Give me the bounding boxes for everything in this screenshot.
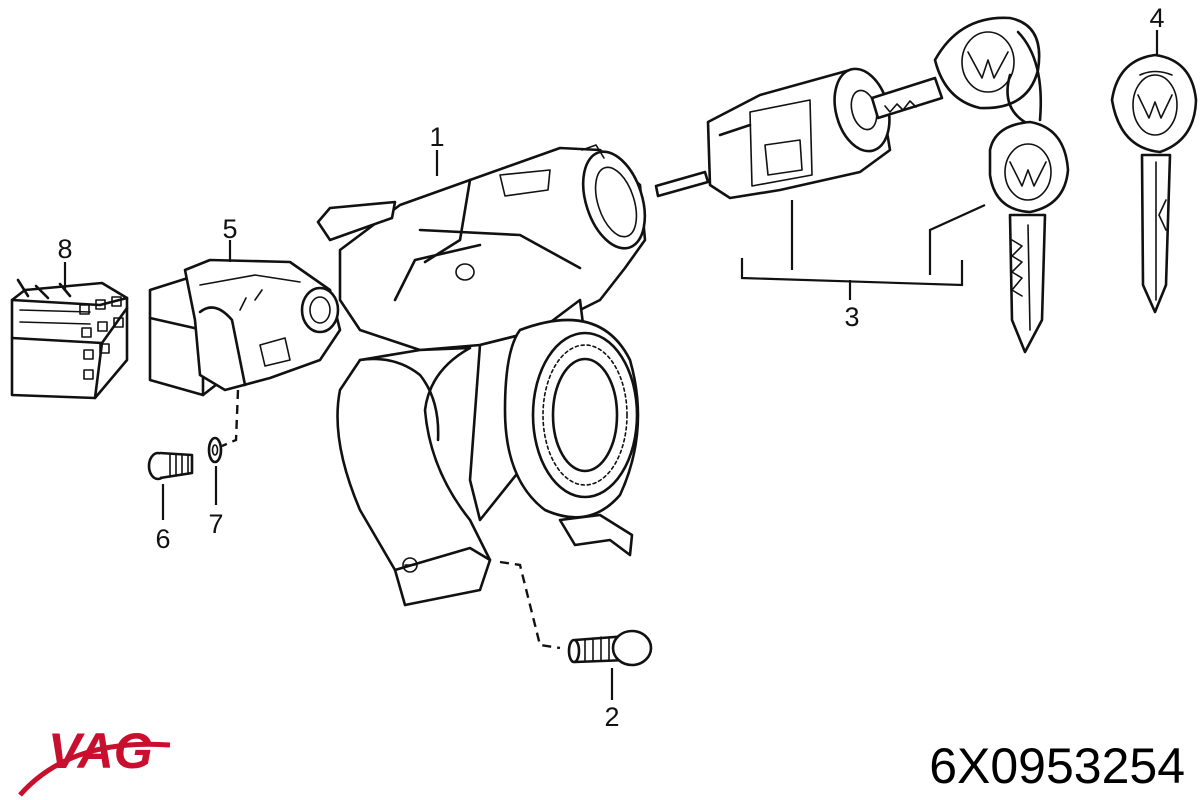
callout-5: 5: [222, 214, 237, 244]
callout-7: 7: [208, 509, 223, 539]
lock-cylinder-part-3[interactable]: [654, 16, 1070, 354]
callout-8: 8: [57, 234, 72, 264]
callout-4: 4: [1149, 3, 1164, 33]
callout-3: 3: [844, 302, 859, 332]
key-part-4[interactable]: [1110, 30, 1198, 314]
washer-part-7[interactable]: [207, 436, 223, 505]
callout-1: 1: [429, 122, 444, 152]
callout-6: 6: [155, 524, 170, 554]
connector-part-8[interactable]: [10, 262, 129, 400]
part-number: 6X0953254: [929, 738, 1185, 794]
callout-2: 2: [604, 702, 619, 732]
logo-swoosh: [18, 741, 171, 797]
ignition-switch-part-5[interactable]: [148, 240, 342, 448]
brand-name: VAG: [48, 723, 153, 779]
vag-logo: VAG: [18, 723, 171, 797]
screw-part-6[interactable]: [147, 451, 194, 520]
lock-housing-part-1[interactable]: [316, 144, 656, 650]
bolt-part-2[interactable]: [567, 629, 653, 700]
